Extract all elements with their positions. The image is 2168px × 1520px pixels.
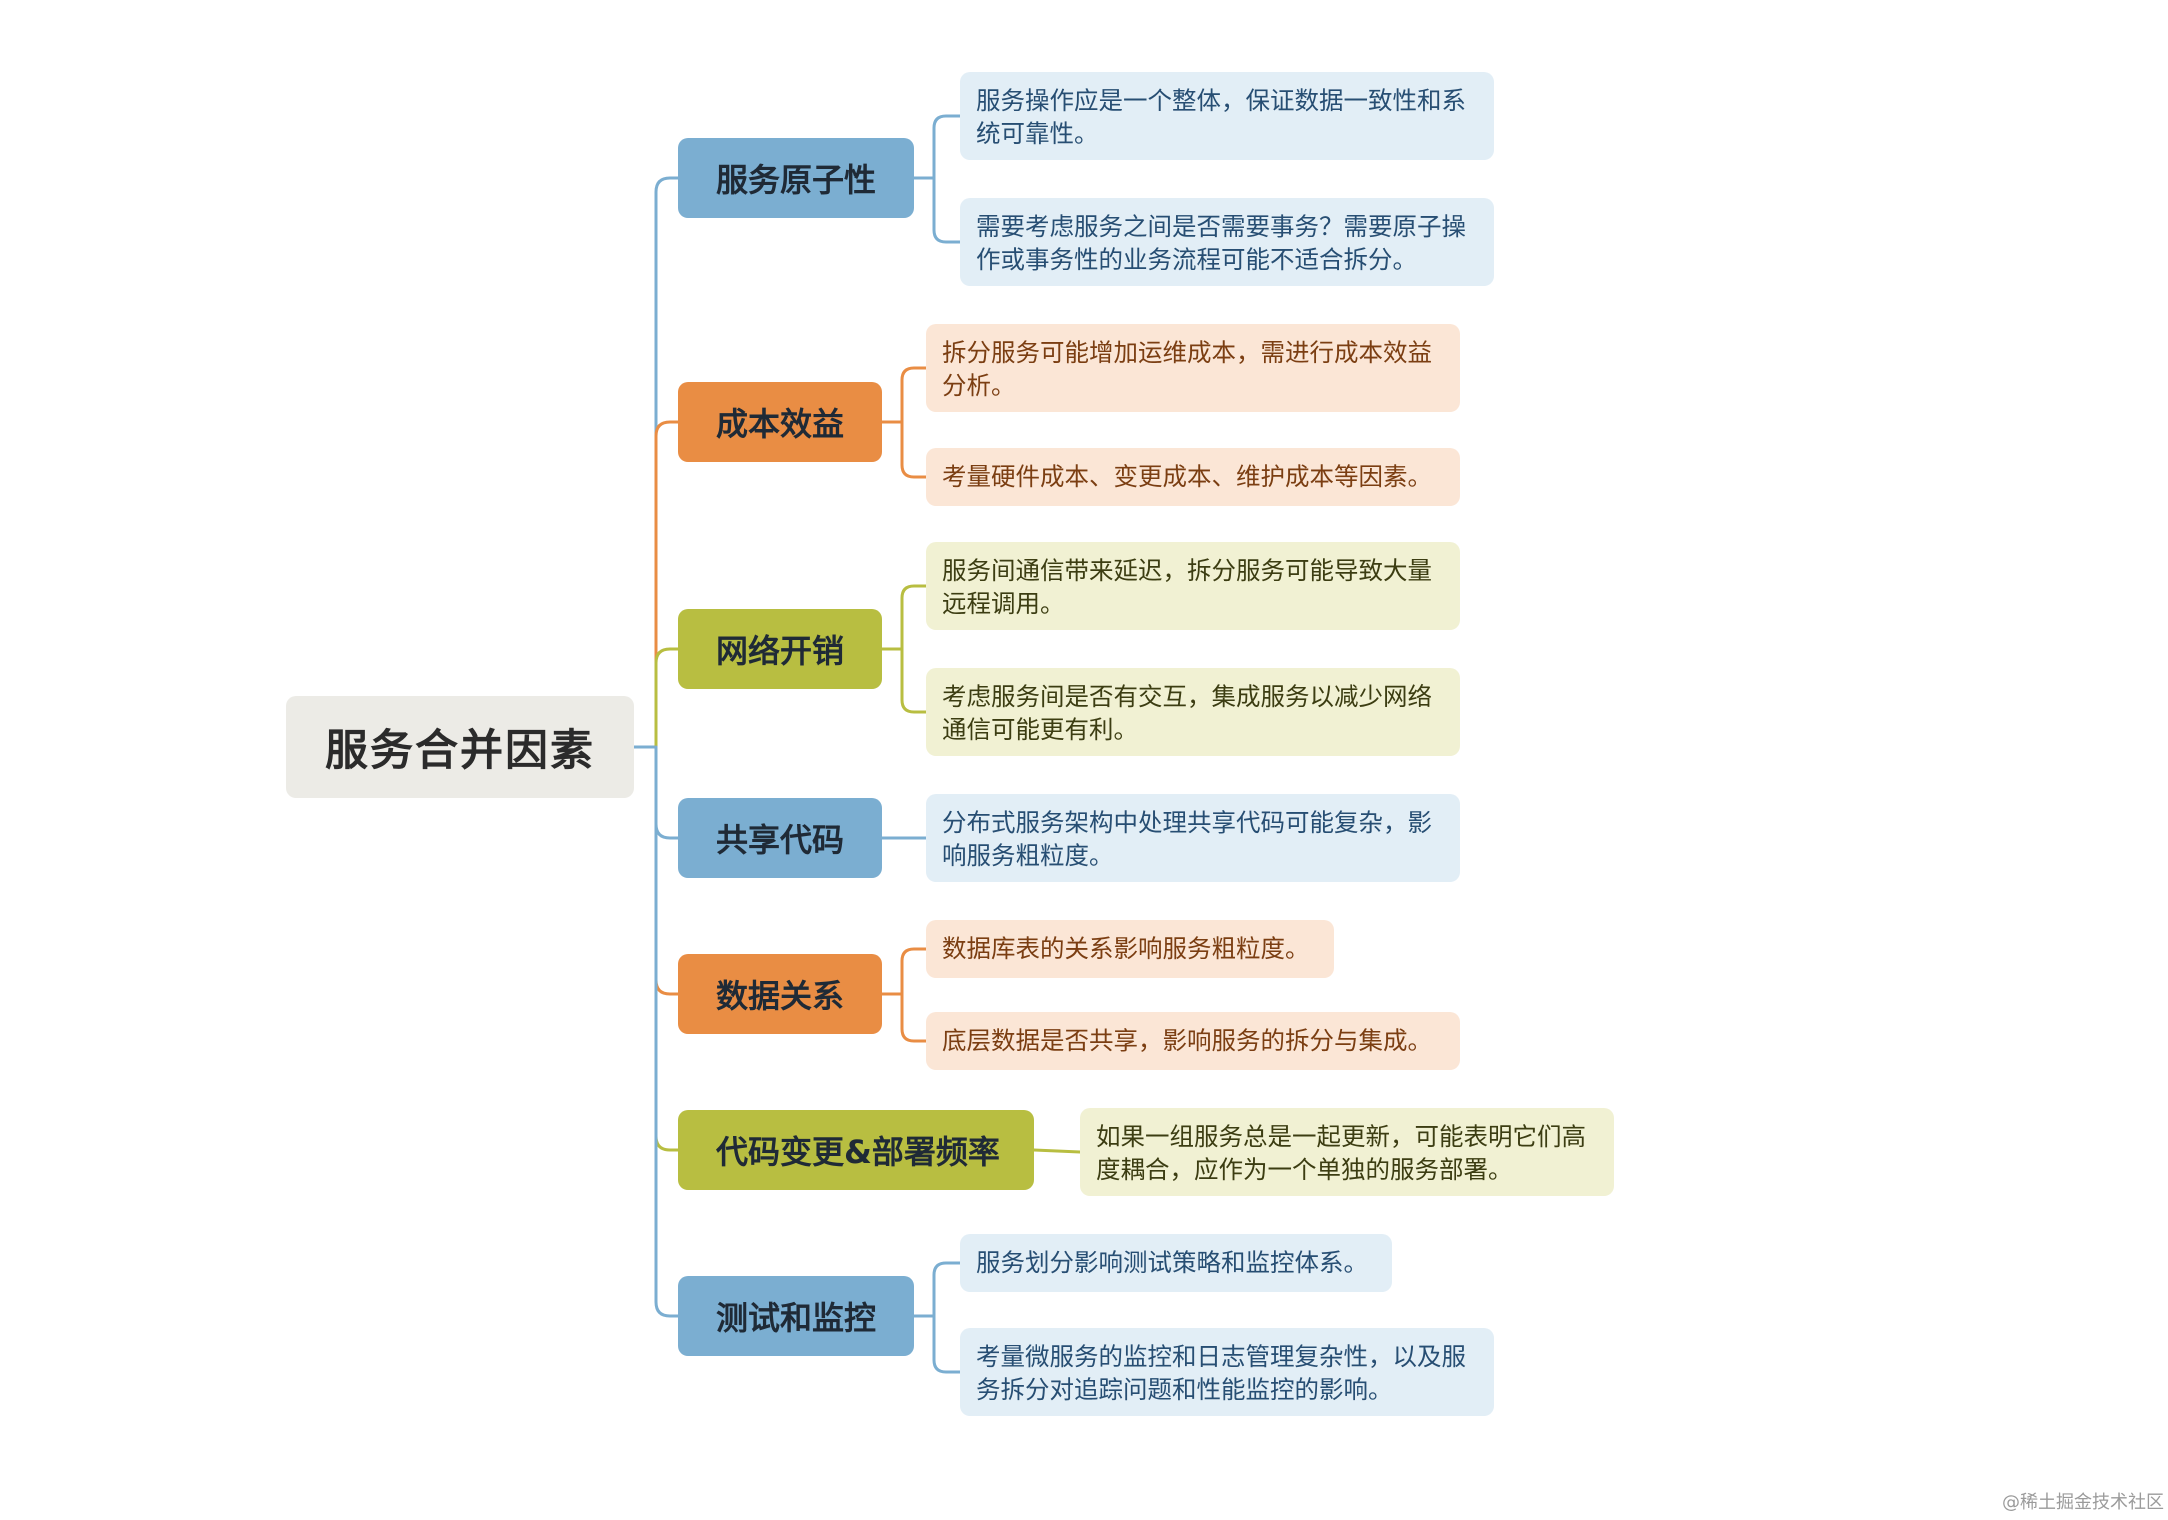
branch-connector bbox=[654, 176, 680, 749]
leaf-text-line: 需要考虑服务之间是否需要事务？需要原子操 bbox=[976, 212, 1466, 241]
branch-label: 共享代码 bbox=[716, 821, 845, 859]
branch-label: 网络开销 bbox=[716, 632, 845, 670]
leaf-text-line: 分布式服务架构中处理共享代码可能复杂，影 bbox=[942, 808, 1432, 837]
branch-label: 代码变更&部署频率 bbox=[716, 1133, 1000, 1171]
leaf-text-line: 度耦合，应作为一个单独的服务部署。 bbox=[1096, 1155, 1513, 1184]
leaf-text-line: 如果一组服务总是一起更新，可能表明它们高 bbox=[1096, 1122, 1586, 1151]
leaf-connector bbox=[880, 947, 928, 996]
root-label: 服务合并因素 bbox=[325, 726, 595, 776]
leaf-text-line: 服务操作应是一个整体，保证数据一致性和系 bbox=[976, 86, 1466, 115]
leaf-node[interactable]: 拆分服务可能增加运维成本，需进行成本效益 分析。 bbox=[926, 324, 1460, 412]
leaf-text-line: 服务划分影响测试策略和监控体系。 bbox=[976, 1248, 1368, 1277]
leaf-connector bbox=[912, 114, 962, 180]
leaf-connector bbox=[880, 584, 928, 651]
leaf-node[interactable]: 分布式服务架构中处理共享代码可能复杂，影 响服务粗粒度。 bbox=[926, 794, 1460, 882]
leaf-text-line: 分析。 bbox=[942, 371, 1016, 400]
leaf-connector bbox=[912, 176, 962, 244]
leaf-connector bbox=[880, 647, 928, 714]
leaf-node[interactable]: 考量微服务的监控和日志管理复杂性，以及服 务拆分对追踪问题和性能监控的影响。 bbox=[960, 1328, 1494, 1416]
leaf-connector bbox=[880, 366, 928, 424]
branch-node[interactable]: 共享代码 bbox=[678, 798, 882, 878]
leaf-node[interactable]: 数据库表的关系影响服务粗粒度。 bbox=[926, 920, 1334, 978]
branch-connector bbox=[654, 745, 680, 1318]
branch-node[interactable]: 代码变更&部署频率 bbox=[678, 1110, 1034, 1190]
leaf-text-line: 服务间通信带来延迟，拆分服务可能导致大量 bbox=[942, 556, 1432, 585]
leaf-text-line: 响服务粗粒度。 bbox=[942, 841, 1114, 870]
branch-label: 成本效益 bbox=[716, 405, 845, 443]
leaf-text-line: 统可靠性。 bbox=[976, 119, 1099, 148]
branch-connector bbox=[654, 647, 680, 749]
leaf-connector bbox=[1032, 1148, 1082, 1154]
leaf-connector bbox=[880, 420, 928, 479]
leaf-text-line: 远程调用。 bbox=[942, 589, 1065, 618]
branch-connector bbox=[654, 745, 680, 1152]
leaf-text-line: 底层数据是否共享，影响服务的拆分与集成。 bbox=[942, 1026, 1432, 1055]
leaf-text-line: 务拆分对追踪问题和性能监控的影响。 bbox=[976, 1375, 1393, 1404]
branch-connector bbox=[654, 420, 680, 749]
branch-node[interactable]: 网络开销 bbox=[678, 609, 882, 689]
leaf-text-line: 考量微服务的监控和日志管理复杂性，以及服 bbox=[976, 1342, 1466, 1371]
leaf-text-line: 数据库表的关系影响服务粗粒度。 bbox=[942, 934, 1310, 963]
leaf-connector bbox=[912, 1314, 962, 1374]
root-node[interactable]: 服务合并因素 bbox=[286, 696, 634, 798]
leaf-text-line: 作或事务性的业务流程可能不适合拆分。 bbox=[976, 245, 1417, 274]
branch-label: 测试和监控 bbox=[716, 1299, 877, 1337]
leaf-node[interactable]: 如果一组服务总是一起更新，可能表明它们高 度耦合，应作为一个单独的服务部署。 bbox=[1080, 1108, 1614, 1196]
branch-label: 服务原子性 bbox=[716, 161, 877, 199]
leaf-connector bbox=[880, 992, 928, 1043]
leaf-text-line: 考量硬件成本、变更成本、维护成本等因素。 bbox=[942, 462, 1432, 491]
leaf-text-line: 考虑服务间是否有交互，集成服务以减少网络 bbox=[942, 682, 1432, 711]
branch-node[interactable]: 成本效益 bbox=[678, 382, 882, 462]
leaf-text-line: 拆分服务可能增加运维成本，需进行成本效益 bbox=[942, 338, 1432, 367]
branch-connector bbox=[654, 745, 680, 840]
leaf-text-line: 通信可能更有利。 bbox=[942, 715, 1138, 744]
branch-node[interactable]: 数据关系 bbox=[678, 954, 882, 1034]
branch-node[interactable]: 测试和监控 bbox=[678, 1276, 914, 1356]
branch-label: 数据关系 bbox=[716, 977, 845, 1015]
leaf-node[interactable]: 底层数据是否共享，影响服务的拆分与集成。 bbox=[926, 1012, 1460, 1070]
leaf-node[interactable]: 服务操作应是一个整体，保证数据一致性和系 统可靠性。 bbox=[960, 72, 1494, 160]
leaf-node[interactable]: 服务间通信带来延迟，拆分服务可能导致大量 远程调用。 bbox=[926, 542, 1460, 630]
watermark-text: @稀土掘金技术社区 bbox=[2002, 1492, 2164, 1513]
branch-node[interactable]: 服务原子性 bbox=[678, 138, 914, 218]
leaf-connector bbox=[912, 1261, 962, 1318]
branch-connector bbox=[654, 745, 680, 996]
leaf-node[interactable]: 考虑服务间是否有交互，集成服务以减少网络 通信可能更有利。 bbox=[926, 668, 1460, 756]
leaf-node[interactable]: 服务划分影响测试策略和监控体系。 bbox=[960, 1234, 1392, 1292]
leaf-node[interactable]: 考量硬件成本、变更成本、维护成本等因素。 bbox=[926, 448, 1460, 506]
leaf-node[interactable]: 需要考虑服务之间是否需要事务？需要原子操 作或事务性的业务流程可能不适合拆分。 bbox=[960, 198, 1494, 286]
